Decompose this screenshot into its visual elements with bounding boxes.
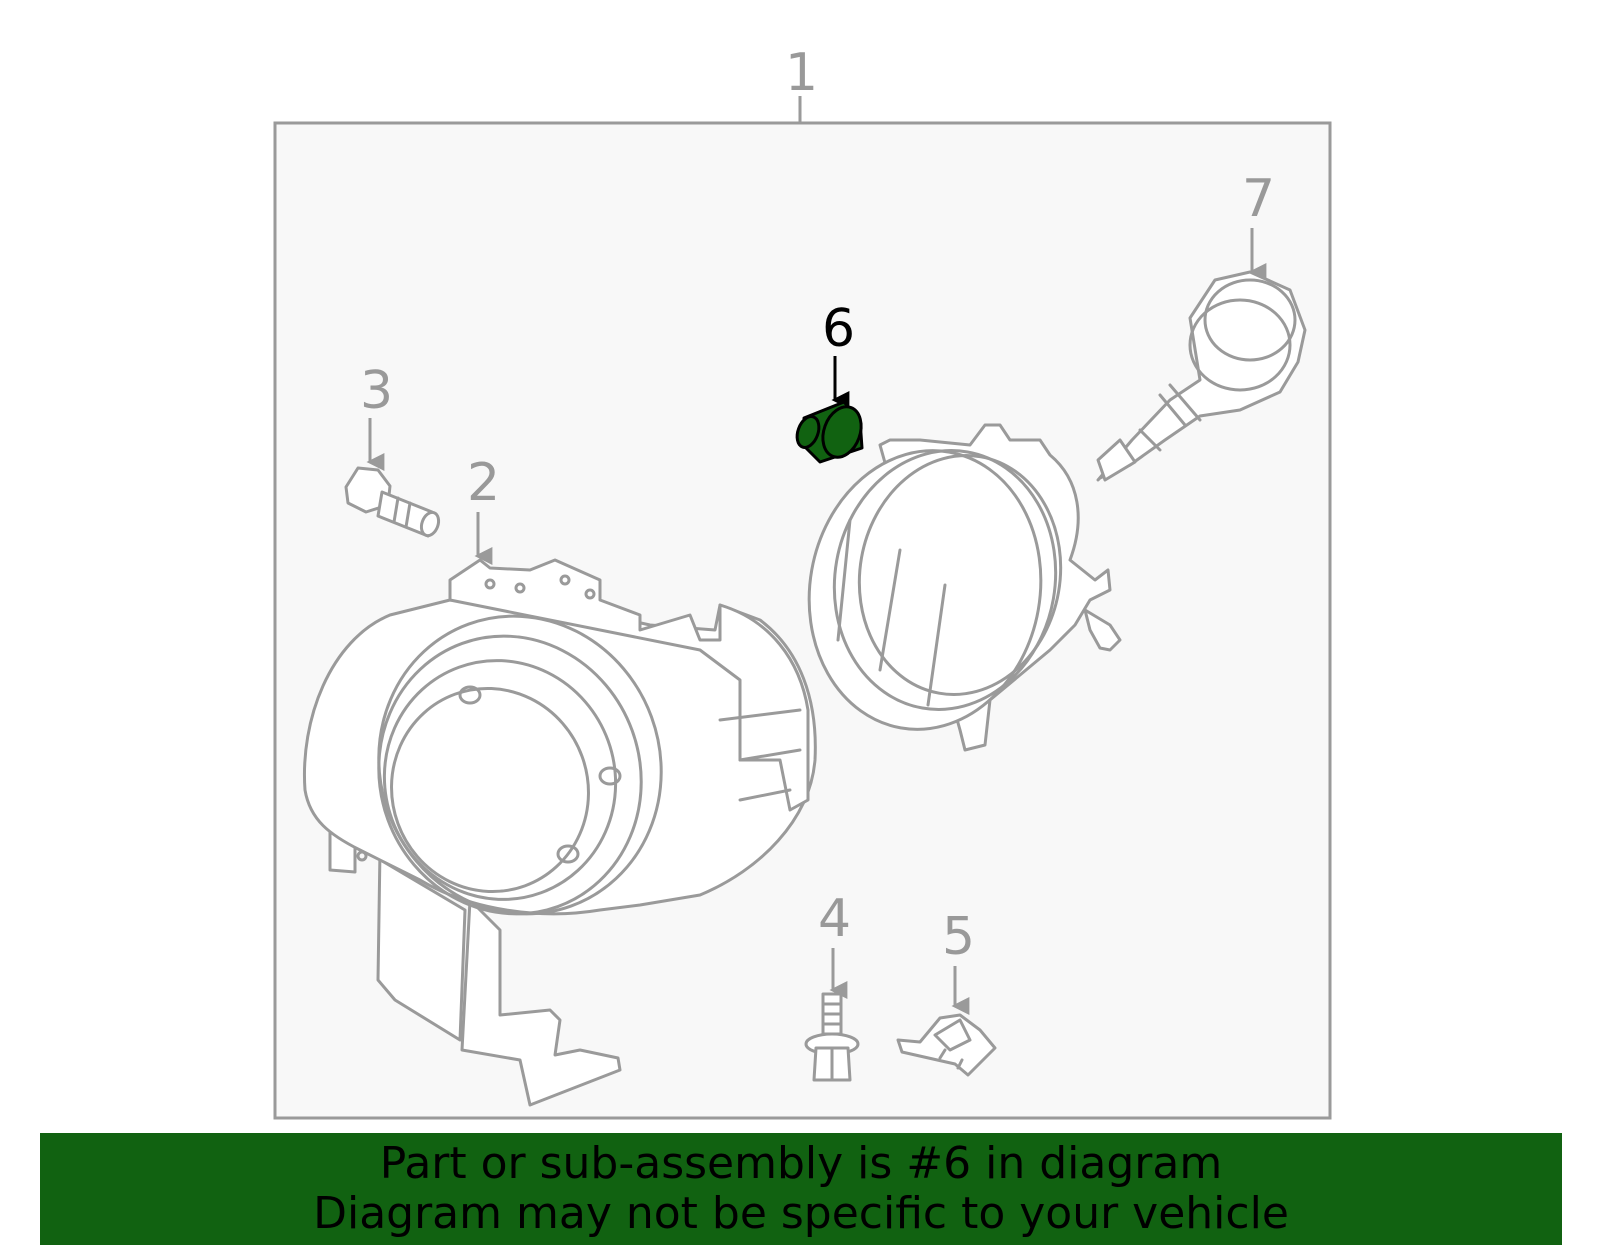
banner-line-2: Diagram may not be specific to your vehi…: [313, 1188, 1289, 1239]
fog-lamp-unit[interactable]: [787, 423, 1122, 752]
banner-line-1: Part or sub-assembly is #6 in diagram: [379, 1138, 1223, 1189]
part-4-screw[interactable]: [804, 992, 860, 1082]
callout-4[interactable]: 4: [818, 889, 851, 949]
part-5-clip[interactable]: [896, 1013, 997, 1077]
callout-5[interactable]: 5: [942, 907, 975, 967]
part-3-bolt[interactable]: [344, 466, 442, 538]
callout-7[interactable]: 7: [1242, 169, 1275, 229]
part-6-bushing[interactable]: [793, 400, 868, 464]
callout-6[interactable]: 6: [822, 299, 855, 359]
part-7-bulb[interactable]: [1096, 270, 1307, 482]
part-2-housing[interactable]: [302, 558, 817, 1107]
callout-1[interactable]: 1: [785, 43, 818, 103]
callout-2[interactable]: 2: [467, 453, 500, 513]
info-banner: Part or sub-assembly is #6 in diagram Di…: [40, 1133, 1562, 1245]
callout-3[interactable]: 3: [360, 361, 393, 421]
parts-diagram: 1 2 3 4 5 6 7: [273, 43, 1332, 1120]
